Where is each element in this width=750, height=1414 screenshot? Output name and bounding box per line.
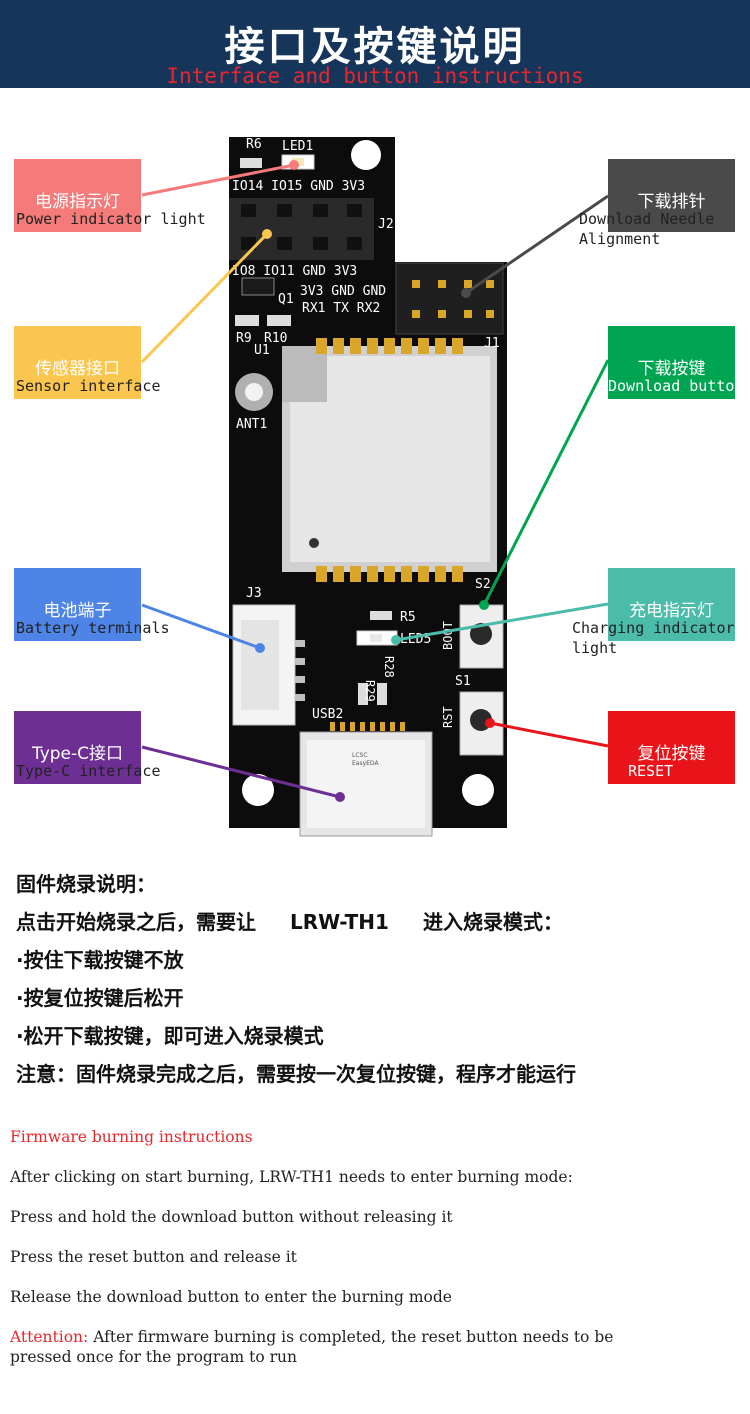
mount-hole-bottom-left xyxy=(242,774,274,806)
silk-r5: R5 xyxy=(400,610,416,625)
usb-logo-text-1: LCSC xyxy=(352,752,368,759)
silk-s1: S1 xyxy=(455,674,471,689)
mount-hole-top xyxy=(351,140,381,170)
header-banner: 接口及按键说明 Interface and button instruction… xyxy=(0,0,750,88)
silk-bottom-pins: IO8 IO11 GND 3V3 xyxy=(232,264,357,279)
callout-power-indicator: 电源指示灯 Power indicator light xyxy=(14,159,206,232)
callout-charging-indicator: 充电指示灯 Charging indicator light xyxy=(572,568,735,657)
pcb-illustration: R6 LED1 IO14 IO15 GND 3V3 J2 IO8 IO11 GN… xyxy=(140,137,610,837)
callout-sensor-interface: 传感器接口 Sensor interface xyxy=(14,326,161,399)
leader-battery xyxy=(141,603,261,650)
leader-charging-led xyxy=(395,602,609,642)
instructions-en-step3: Release the download button to enter the… xyxy=(10,1288,452,1306)
silk-led1: LED1 xyxy=(282,139,313,154)
leader-power-led xyxy=(141,163,295,197)
silk-s2: S2 xyxy=(475,577,491,592)
instructions-en-step2: Press the reset button and release it xyxy=(10,1248,297,1266)
silk-r28: R28 xyxy=(382,656,396,678)
instructions-en-intro: After clicking on start burning, LRW-TH1… xyxy=(10,1168,573,1186)
usb-logo-text-2: EasyEDA xyxy=(352,760,379,767)
leader-type-c xyxy=(141,745,341,799)
q1-transistor xyxy=(241,277,275,296)
silk-pins-row2: RX1 TX RX2 xyxy=(302,301,380,316)
mount-hole-bottom-right xyxy=(462,774,494,806)
callout-reset-button: 复位按键 RESET xyxy=(608,711,735,784)
silk-j1: J1 xyxy=(484,336,500,351)
leader-download-button xyxy=(482,359,610,606)
instructions-cn-title: 固件烧录说明： xyxy=(16,872,156,896)
silk-r6: R6 xyxy=(246,137,262,152)
board-diagram: R6 LED1 IO14 IO15 GND 3V3 J2 IO8 IO11 GN… xyxy=(0,100,750,860)
silk-j3: J3 xyxy=(246,586,262,601)
silk-j2: J2 xyxy=(378,217,394,232)
instructions-en: Firmware burning instructions After clic… xyxy=(10,1128,730,1368)
callout-battery-terminals: 电池端子 Battery terminals xyxy=(14,568,170,641)
silk-top-pins: IO14 IO15 GND 3V3 xyxy=(232,179,365,194)
leader-download-header xyxy=(465,194,609,295)
silk-u1: U1 xyxy=(254,343,270,358)
j1-header xyxy=(395,262,504,335)
silk-ant1: ANT1 xyxy=(236,417,267,432)
instructions-cn-step3: ·松开下载按键，即可进入烧录模式 xyxy=(16,1024,324,1048)
page-title: 接口及按键说明 xyxy=(224,24,526,70)
silk-boot: BOOT xyxy=(441,621,455,650)
silk-pins-row1: 3V3 GND GND xyxy=(300,284,386,299)
silk-q1: Q1 xyxy=(278,292,294,307)
instructions-en-step1: Press and hold the download button witho… xyxy=(10,1208,453,1226)
silk-r10: R10 xyxy=(264,331,287,346)
silk-usb2: USB2 xyxy=(312,707,343,722)
callout-download-header: 下载排针 Download Needle Alignment xyxy=(579,159,735,248)
r6-resistor xyxy=(240,158,262,168)
instructions-cn-step1: ·按住下载按键不放 xyxy=(16,948,184,972)
callout-download-button: 下载按键 Download button xyxy=(608,326,743,399)
instructions-en-attention-line2: pressed once for the program to run xyxy=(10,1348,297,1366)
instructions-en-attention: Attention: After firmware burning is com… xyxy=(10,1328,614,1346)
page-subtitle: Interface and button instructions xyxy=(166,64,584,88)
instructions-cn-note: 注意：固件烧录完成之后，需要按一次复位按键，程序才能运行 xyxy=(16,1062,576,1086)
silk-r29: R29 xyxy=(363,680,377,702)
callout-type-c-interface: Type-C接口 Type-C interface xyxy=(14,711,161,784)
instructions-en-title: Firmware burning instructions xyxy=(10,1128,253,1146)
silk-rst: RST xyxy=(441,706,455,728)
instructions-cn-step2: ·按复位按键后松开 xyxy=(16,986,184,1010)
silk-r9: R9 xyxy=(236,331,252,346)
leader-reset xyxy=(489,721,609,748)
leader-sensor xyxy=(140,232,269,364)
